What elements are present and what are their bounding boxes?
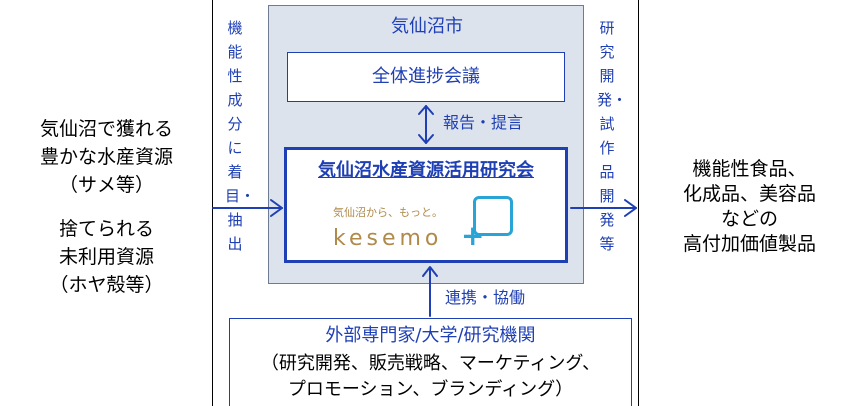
logo-tagline: 気仙沼から、もっと。 bbox=[333, 206, 443, 219]
vertical-label-development: 研究開発・試作品開発等 bbox=[597, 19, 628, 253]
progress-meeting-label: 全体進捗会議 bbox=[372, 66, 480, 87]
source-line-2: 豊かな水産資源 bbox=[39, 146, 173, 168]
arrow-output-head-icon bbox=[624, 199, 637, 217]
products-line-2: 化成品、美容品 bbox=[682, 183, 816, 205]
source-line-4: 捨てられる bbox=[58, 218, 154, 240]
progress-meeting-box: 全体進捗会議 bbox=[287, 52, 565, 102]
logo-square-icon bbox=[473, 196, 513, 236]
source-line-5: 未利用資源 bbox=[58, 246, 154, 268]
logo-plus-icon: + bbox=[461, 219, 485, 252]
city-title: 気仙沼市 bbox=[391, 16, 463, 37]
products-line-1: 機能性食品、 bbox=[692, 158, 807, 180]
arrow-report-up-head-icon bbox=[418, 105, 434, 115]
collaboration-label: 連携・協働 bbox=[445, 288, 526, 307]
source-line-6: （ホヤ殻等） bbox=[49, 274, 164, 296]
products-box: 機能性食品、 化成品、美容品 などの 高付加価値製品 bbox=[638, 0, 859, 406]
arrow-report-down-head-icon bbox=[418, 134, 434, 144]
experts-line-3: プロモーション、ブランディング） bbox=[287, 379, 574, 400]
research-society-title: 気仙沼水産資源活用研究会 bbox=[318, 160, 534, 181]
products-line-3: などの bbox=[720, 208, 778, 230]
experts-line-1: 外部専門家/大学/研究機関 bbox=[325, 325, 536, 346]
experts-line-2: （研究開発、販売戦略、マーケティング、 bbox=[260, 353, 601, 374]
source-line-3: （サメ等） bbox=[58, 174, 154, 196]
arrow-input-head-icon bbox=[270, 199, 283, 217]
external-experts-box: 外部専門家/大学/研究機関 （研究開発、販売戦略、マーケティング、 プロモーショ… bbox=[229, 318, 632, 406]
source-resources-box: 気仙沼で獲れる 豊かな水産資源 （サメ等） 捨てられる 未利用資源 （ホヤ殻等） bbox=[0, 0, 213, 406]
source-line-1: 気仙沼で獲れる bbox=[39, 118, 173, 140]
logo-wordmark: kesemo bbox=[333, 226, 443, 251]
products-line-4: 高付加価値製品 bbox=[682, 233, 816, 255]
research-society-box: 気仙沼水産資源活用研究会 気仙沼から、もっと。 kesemo + bbox=[284, 147, 568, 263]
arrow-collab-head-icon bbox=[422, 266, 438, 277]
report-proposal-label: 報告・提言 bbox=[443, 113, 524, 132]
